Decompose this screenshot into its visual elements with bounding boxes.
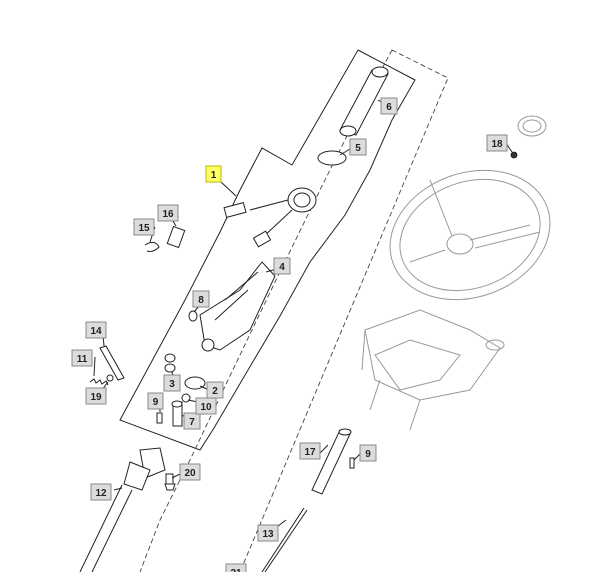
washer-part: [181, 393, 191, 403]
callout-10[interactable]: 10: [195, 397, 217, 415]
svg-text:20: 20: [184, 468, 196, 479]
callout-13[interactable]: 13: [257, 524, 279, 542]
assembly-outline: [119, 49, 416, 451]
svg-text:2: 2: [212, 386, 218, 397]
column-tube-part: [339, 66, 389, 137]
callout-19[interactable]: 19: [85, 387, 107, 405]
callout-12[interactable]: 12: [90, 483, 112, 501]
callout-4[interactable]: 4: [273, 257, 291, 275]
svg-text:5: 5: [355, 143, 361, 154]
horn-cap-part: [510, 115, 547, 159]
callout-11[interactable]: 11: [71, 349, 93, 367]
svg-text:13: 13: [262, 529, 274, 540]
upper-shaft-part: [311, 428, 352, 495]
svg-text:6: 6: [386, 102, 392, 113]
link-rod-part: [99, 345, 125, 381]
spring-clip-part: [144, 241, 160, 252]
shaft-pin-part: [349, 457, 355, 469]
svg-text:17: 17: [304, 447, 316, 458]
callout-2[interactable]: 2: [206, 381, 224, 399]
callout-18[interactable]: 18: [486, 134, 508, 152]
callout-6[interactable]: 6: [380, 97, 398, 115]
callout-14[interactable]: 14: [85, 321, 107, 339]
callout-8[interactable]: 8: [192, 290, 210, 308]
sleeve-part: [171, 400, 183, 427]
svg-text:1: 1: [211, 170, 217, 181]
svg-text:8: 8: [198, 295, 204, 306]
clip-part: [188, 310, 198, 322]
callout-9-lower[interactable]: 9: [359, 444, 377, 462]
callout-1[interactable]: 1: [205, 165, 222, 183]
svg-text:14: 14: [90, 326, 102, 337]
callout-7[interactable]: 7: [183, 412, 201, 430]
column-envelope-dashed: [139, 49, 449, 572]
callout-20[interactable]: 20: [179, 463, 201, 481]
svg-text:11: 11: [77, 354, 88, 365]
bracket-part: [199, 261, 276, 352]
svg-text:12: 12: [95, 488, 107, 499]
svg-text:10: 10: [200, 402, 212, 413]
callout-17[interactable]: 17: [299, 442, 321, 460]
svg-text:7: 7: [189, 417, 195, 428]
roll-pin-part: [166, 225, 186, 249]
pivot-pin-part: [106, 374, 114, 382]
bushing-part-b: [164, 363, 176, 373]
spring-part: [89, 378, 109, 386]
dash-console-ghost: [361, 309, 505, 431]
svg-text:4: 4: [279, 262, 285, 273]
callout-16[interactable]: 16: [157, 204, 179, 222]
universal-joint-part: [123, 447, 166, 491]
switch-assembly-part: [223, 187, 317, 248]
callout-21[interactable]: 21: [225, 563, 247, 572]
svg-text:9: 9: [365, 449, 371, 460]
lower-shaft-part: [79, 484, 133, 572]
svg-text:21: 21: [230, 568, 242, 572]
svg-text:16: 16: [162, 209, 174, 220]
svg-text:3: 3: [169, 379, 175, 390]
svg-text:18: 18: [491, 139, 503, 150]
svg-text:9: 9: [153, 397, 159, 408]
callout-15[interactable]: 15: [133, 218, 155, 236]
steering-wheel-ghost: [389, 169, 551, 301]
snap-ring-part: [317, 150, 347, 166]
bolt-part: [164, 473, 176, 491]
bushing-part: [164, 353, 176, 363]
pin-part: [156, 412, 163, 424]
callout-3[interactable]: 3: [163, 374, 181, 392]
callout-9-upper[interactable]: 9: [147, 392, 164, 410]
svg-text:15: 15: [138, 223, 150, 234]
rod-part: [261, 507, 308, 572]
svg-text:19: 19: [90, 392, 102, 403]
callout-5[interactable]: 5: [349, 138, 367, 156]
